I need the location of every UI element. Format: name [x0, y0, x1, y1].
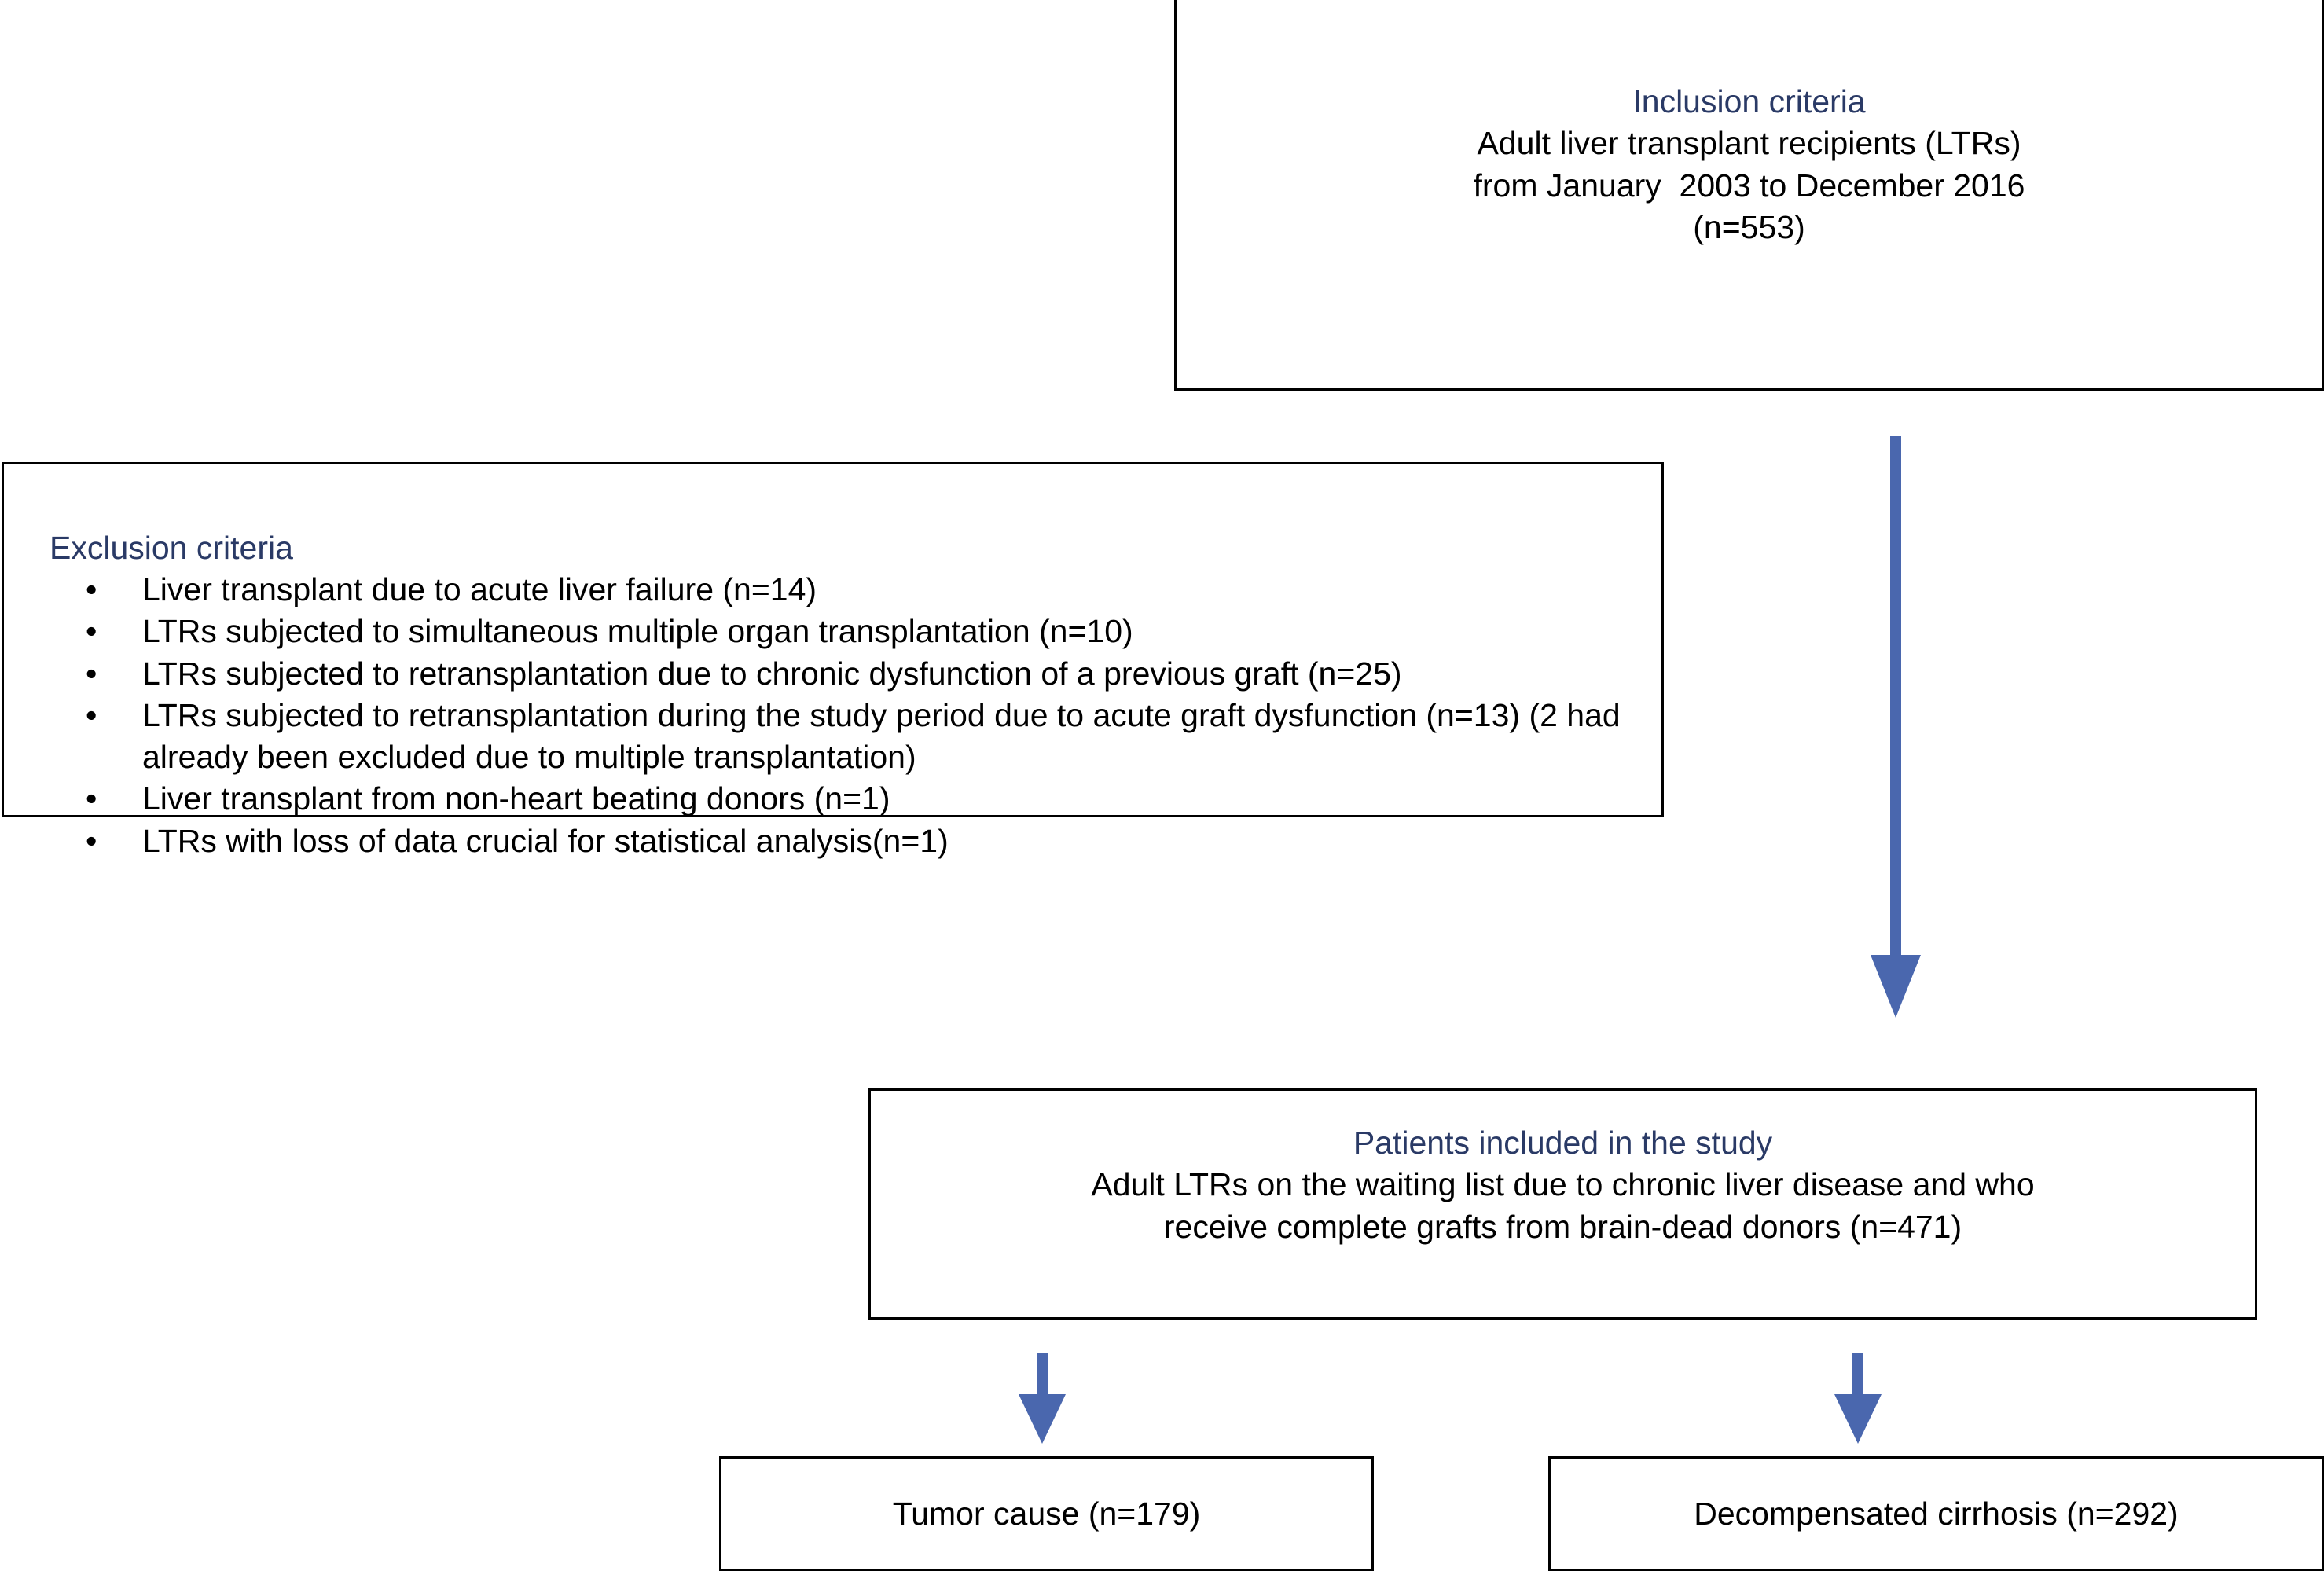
bullet-icon: • [86, 571, 97, 607]
patients-included-heading: Patients included in the study [1353, 1125, 1773, 1161]
patients-included-text: Patients included in the study Adult LTR… [871, 1122, 2255, 1248]
bullet-icon: • [86, 780, 97, 817]
exclusion-item-text: LTRs subjected to retransplantation due … [142, 655, 1402, 692]
included-to-cirrhosis-arrow [1831, 1353, 1885, 1444]
inclusion-criteria-line-1: Adult liver transplant recipients (LTRs) [1477, 125, 2021, 162]
inclusion-criteria-line-2: from January 2003 to December 2016 [1473, 167, 2025, 204]
bullet-icon: • [86, 613, 97, 650]
exclusion-criteria-box: Exclusion criteria • Liver transplant du… [2, 462, 1664, 859]
list-item: • LTRs with loss of data crucial for sta… [50, 820, 1646, 862]
inclusion-criteria-box: Inclusion criteria Adult liver transplan… [1174, 0, 2324, 391]
list-item: • Liver transplant due to acute liver fa… [50, 569, 1646, 611]
exclusion-criteria-list: • Liver transplant due to acute liver fa… [50, 569, 1646, 862]
inclusion-criteria-text: Inclusion criteria Adult liver transplan… [1177, 81, 2322, 248]
exclusion-item-text: Liver transplant due to acute liver fail… [142, 571, 817, 607]
tumor-cause-label: Tumor cause (n=179) [892, 1496, 1201, 1532]
exclusion-item-text: LTRs with loss of data crucial for stati… [142, 822, 949, 859]
exclusion-item-text: Liver transplant from non-heart beating … [142, 780, 890, 817]
inclusion-criteria-line-3: (n=553) [1693, 208, 1805, 245]
list-item: • LTRs subjected to retransplantation du… [50, 695, 1646, 779]
decompensated-cirrhosis-box: Decompensated cirrhosis (n=292) [1548, 1456, 2324, 1571]
exclusion-item-text: LTRs subjected to retransplantation duri… [142, 696, 1621, 776]
patients-included-line-1: Adult LTRs on the waiting list due to ch… [1091, 1166, 2035, 1203]
exclusion-item-text: LTRs subjected to simultaneous multiple … [142, 613, 1133, 650]
inclusion-to-included-arrow [1864, 436, 1927, 1018]
list-item: • LTRs subjected to retransplantation du… [50, 653, 1646, 695]
patients-included-line-2: receive complete grafts from brain-dead … [1163, 1208, 1962, 1245]
inclusion-criteria-heading: Inclusion criteria [1632, 83, 1866, 119]
exclusion-criteria-heading: Exclusion criteria [50, 530, 293, 566]
list-item: • Liver transplant from non-heart beatin… [50, 778, 1646, 820]
included-to-tumor-arrow [1015, 1353, 1069, 1444]
bullet-icon: • [86, 696, 97, 733]
bullet-icon: • [86, 822, 97, 859]
bullet-icon: • [86, 655, 97, 692]
list-item: • LTRs subjected to simultaneous multipl… [50, 611, 1646, 652]
tumor-cause-box: Tumor cause (n=179) [719, 1456, 1374, 1571]
decompensated-cirrhosis-label: Decompensated cirrhosis (n=292) [1694, 1496, 2179, 1532]
patients-included-box: Patients included in the study Adult LTR… [868, 1088, 2257, 1320]
